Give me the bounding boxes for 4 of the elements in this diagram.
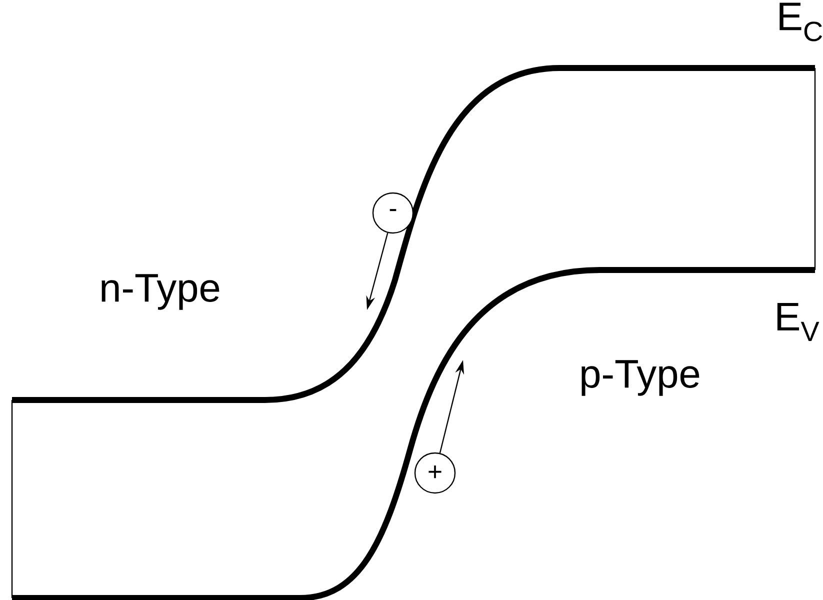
band-label: E$_{V}$ (777, 302, 820, 342)
region-label: n-Type (102, 274, 220, 310)
region-label: p-Type (582, 360, 700, 396)
band-label: E$_{C}$ (780, 2, 822, 42)
